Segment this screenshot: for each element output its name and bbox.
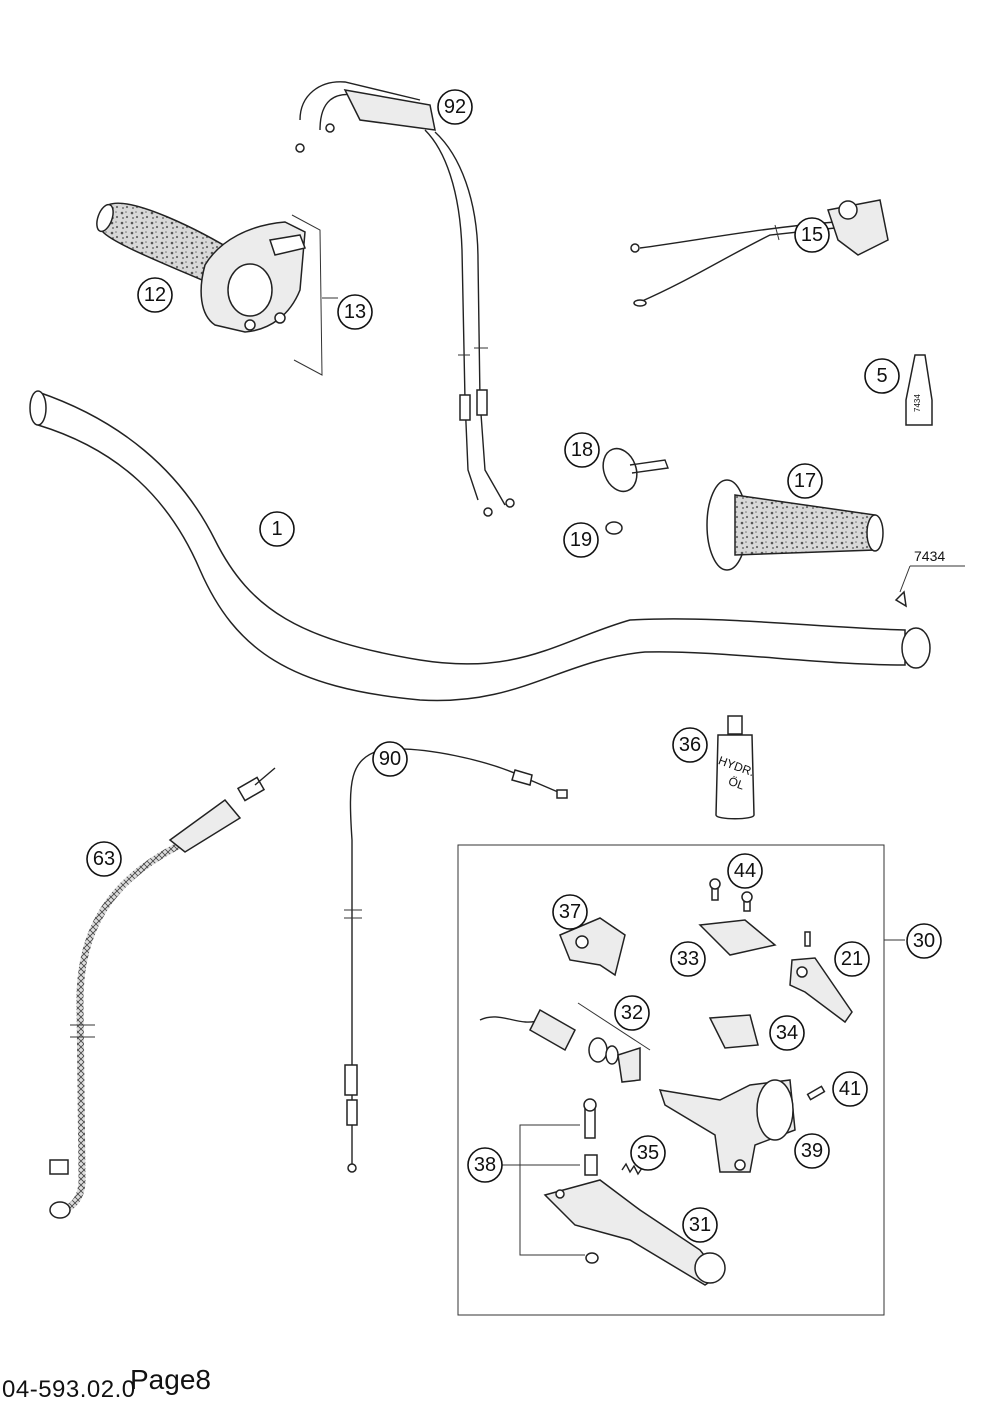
page-label: Page8	[130, 1364, 211, 1395]
callout-37: 37	[552, 894, 588, 930]
callout-21: 21	[834, 941, 870, 977]
kill-switch	[630, 199, 889, 307]
svg-text:92: 92	[444, 96, 466, 118]
small-nut	[605, 521, 623, 535]
svg-text:31: 31	[689, 1214, 711, 1236]
svg-text:41: 41	[839, 1078, 861, 1100]
callout-17: 17	[787, 463, 823, 499]
callout-30: 30	[906, 923, 942, 959]
diaphragm	[708, 1014, 759, 1049]
tool-marker-7434: 7434	[894, 548, 965, 608]
callout-44: 44	[727, 853, 763, 889]
svg-text:5: 5	[876, 365, 887, 387]
throttle-housing	[200, 214, 338, 376]
master-cylinder-body	[658, 1079, 826, 1173]
callout-39: 39	[794, 1133, 830, 1169]
svg-text:17: 17	[794, 470, 816, 492]
master-cylinder-group	[457, 844, 905, 1316]
piston-assembly	[479, 1002, 651, 1083]
pivot-bolt	[500, 1098, 599, 1264]
svg-text:37: 37	[559, 901, 581, 923]
callout-35: 35	[630, 1135, 666, 1171]
callout-31: 31	[682, 1207, 718, 1243]
svg-text:19: 19	[570, 529, 592, 551]
svg-text:35: 35	[637, 1142, 659, 1164]
svg-text:44: 44	[734, 860, 756, 882]
callout-15: 15	[794, 217, 830, 253]
callout-12: 12	[137, 277, 173, 313]
svg-text:21: 21	[841, 948, 863, 970]
callout-34: 34	[769, 1015, 805, 1051]
clutch-cable	[344, 748, 568, 1173]
callout-92: 92	[437, 89, 473, 125]
cable-tie	[602, 447, 669, 493]
throttle-cables	[295, 81, 515, 517]
bottle-label: 7434	[913, 394, 922, 412]
svg-text:90: 90	[379, 748, 401, 770]
callout-38: 38	[467, 1147, 503, 1183]
callout-33: 33	[670, 941, 706, 977]
svg-text:32: 32	[621, 1002, 643, 1024]
tool-label: 7434	[914, 548, 945, 564]
callout-19: 19	[563, 522, 599, 558]
svg-text:34: 34	[776, 1022, 798, 1044]
svg-text:13: 13	[344, 301, 366, 323]
callout-1: 1	[259, 511, 295, 547]
svg-text:12: 12	[144, 284, 166, 306]
drawing-number: 04-593.02.0	[2, 1376, 136, 1403]
svg-text:1: 1	[271, 518, 282, 540]
svg-text:38: 38	[474, 1154, 496, 1176]
callout-41: 41	[832, 1071, 868, 1107]
callout-18: 18	[564, 432, 600, 468]
callout-63: 63	[86, 841, 122, 877]
svg-text:18: 18	[571, 439, 593, 461]
callout-90: 90	[372, 741, 408, 777]
hydraulic-oil-bottle: HYDR. ÖL	[715, 715, 756, 820]
loctite-bottle: 7434	[905, 354, 933, 426]
lever-pivot	[789, 931, 853, 1024]
callout-32: 32	[614, 995, 650, 1031]
brake-lever	[543, 1179, 726, 1286]
svg-text:63: 63	[93, 848, 115, 870]
svg-text:36: 36	[679, 734, 701, 756]
clamp-part	[559, 917, 626, 977]
oil-label-line2: ÖL	[726, 774, 746, 793]
handlebar	[29, 390, 931, 702]
left-grip	[706, 479, 884, 571]
svg-text:15: 15	[801, 224, 823, 246]
svg-text:30: 30	[913, 930, 935, 952]
spring	[621, 1162, 643, 1176]
brake-hose	[49, 767, 276, 1219]
callout-36: 36	[672, 727, 708, 763]
svg-text:33: 33	[677, 948, 699, 970]
reservoir-cover	[698, 878, 777, 956]
svg-text:39: 39	[801, 1140, 823, 1162]
callout-5: 5	[864, 358, 900, 394]
callout-13: 13	[337, 294, 373, 330]
